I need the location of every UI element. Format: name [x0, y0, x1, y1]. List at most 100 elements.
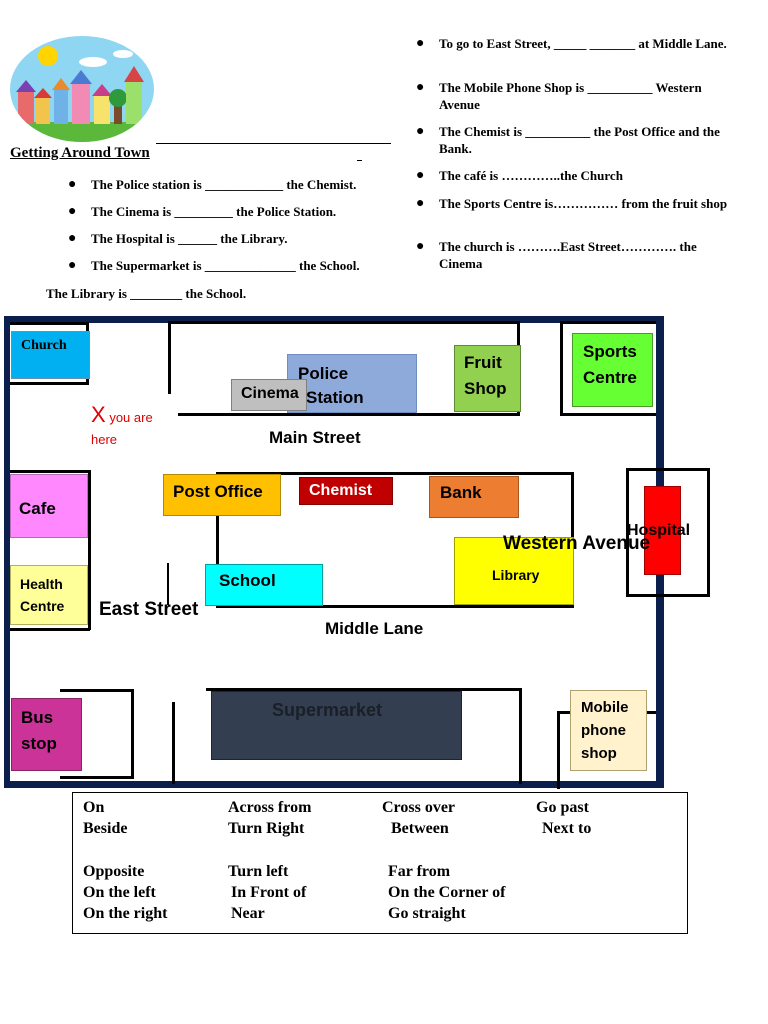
- chemist-building: Chemist: [299, 477, 393, 505]
- vocab-spacer: [83, 839, 167, 861]
- vocab-term: Go straight: [388, 905, 466, 922]
- you-are-here-text-line2: here: [91, 432, 118, 447]
- vocabulary-box: [72, 792, 688, 934]
- vocab-term: Next to: [542, 820, 592, 837]
- vocab-term: Turn left: [228, 863, 289, 880]
- vocab-term: On the Corner of: [388, 884, 506, 901]
- block-line: [10, 628, 90, 631]
- block-line: [519, 688, 522, 784]
- question-item: ● The Hospital is ______ the Library.: [68, 230, 391, 257]
- vocab-spacer: [382, 839, 505, 861]
- hospital-building: [644, 486, 681, 575]
- block-line: [10, 322, 88, 325]
- you-are-here-text: you are: [109, 410, 153, 425]
- bullet-icon: ●: [416, 36, 425, 51]
- health-centre-label-line1: Health: [20, 576, 63, 592]
- post-office-label: Post Office: [173, 482, 263, 501]
- block-line: [560, 413, 656, 416]
- mobile-phone-shop-label-line1: Mobile: [581, 699, 629, 716]
- map-border-bottom: [4, 781, 664, 788]
- right-question-list: ● To go to East Street, _____ _______ at …: [416, 35, 731, 278]
- health-centre-label-line2: Centre: [20, 598, 65, 614]
- fruit-shop-label-line2: Shop: [464, 379, 507, 398]
- vocab-term: Far from: [388, 863, 451, 880]
- vocab-term: Between: [391, 820, 449, 837]
- vocab-term: On: [83, 799, 105, 816]
- bullet-icon: ●: [68, 177, 77, 192]
- mobile-phone-shop-label-line2: phone: [581, 722, 626, 739]
- vocab-spacer: [228, 839, 311, 861]
- main-street-label: Main Street: [269, 428, 361, 447]
- vocab-term: Across from: [228, 799, 312, 816]
- library-label: Library: [492, 567, 540, 583]
- block-line: [216, 472, 574, 475]
- cafe-label: Cafe: [19, 499, 56, 518]
- question-text: The café is …………..the Church: [439, 168, 623, 183]
- block-line: [131, 689, 134, 779]
- hospital-label: Hospital: [627, 522, 691, 539]
- bullet-icon: ●: [416, 239, 425, 254]
- vocab-term: Near: [231, 905, 265, 922]
- vocab-term: Opposite: [83, 863, 145, 880]
- you-are-here-x: X: [91, 402, 106, 427]
- middle-lane-label: Middle Lane: [325, 619, 424, 638]
- left-question-list: ●The Police station is ____________ the …: [68, 176, 391, 284]
- mobile-phone-shop-building: Mobile phone shop: [570, 690, 647, 771]
- question-item: ●The café is …………..the Church: [416, 167, 731, 195]
- police-station-building: Police Station: [287, 354, 417, 413]
- question-text: The church is ……….East Street…………. the C…: [439, 239, 697, 271]
- block-line: [10, 382, 88, 385]
- small-mark: [357, 160, 362, 161]
- chemist-label: Chemist: [309, 482, 373, 499]
- bullet-icon: ●: [416, 80, 425, 95]
- cinema-label: Cinema: [241, 385, 299, 402]
- church-building: Church: [11, 331, 90, 379]
- question-item: ● The church is ……….East Street…………. the …: [416, 238, 731, 278]
- sports-centre-label-line1: Sports: [583, 342, 637, 361]
- vocab-column-2: Across from Turn Right Turn left In Fron…: [228, 797, 311, 924]
- vocab-term: Beside: [83, 820, 128, 837]
- question-item: ●The Cinema is _________ the Police Stat…: [68, 203, 391, 230]
- bank-building: Bank: [429, 476, 519, 518]
- block-line: [560, 321, 656, 324]
- sports-centre-label-line2: Centre: [583, 368, 637, 387]
- library-building: Library: [454, 537, 574, 605]
- question-text: To go to East Street, _____ _______ at M…: [439, 36, 727, 51]
- supermarket-label: Supermarket: [272, 700, 383, 720]
- school-building: School: [205, 564, 323, 606]
- bullet-icon: ●: [68, 204, 77, 219]
- question-item: ●The Chemist is __________ the Post Offi…: [416, 123, 731, 167]
- vocab-column-4: Go past Next to: [536, 797, 591, 839]
- page-title: Getting Around Town: [10, 145, 150, 161]
- question-item: ●The Supermarket is ______________ the S…: [68, 257, 391, 284]
- block-line: [626, 594, 710, 597]
- question-item: ●The Sports Centre is…………… from the frui…: [416, 195, 731, 238]
- question-text: The Hospital is ______ the Library.: [91, 231, 288, 246]
- block-line: [626, 468, 629, 597]
- block-line: [560, 321, 563, 416]
- police-station-label-line1: Police: [298, 364, 349, 383]
- block-line: [178, 413, 520, 416]
- vocab-term: Go past: [536, 799, 589, 816]
- block-line: [206, 688, 522, 691]
- question-text: The Sports Centre is…………… from the fruit…: [439, 196, 728, 211]
- cafe-building: Cafe: [10, 474, 88, 538]
- block-line: [216, 605, 574, 608]
- library-question: The Library is ________ the School.: [46, 286, 247, 301]
- map-border-top: [4, 316, 664, 323]
- police-station-label-line2: Station: [306, 388, 364, 407]
- block-line: [168, 321, 520, 324]
- vocab-term: Cross over: [382, 799, 456, 816]
- sports-centre-building: Sports Centre: [572, 333, 653, 407]
- question-item: ● To go to East Street, _____ _______ at …: [416, 35, 731, 79]
- bullet-icon: ●: [68, 258, 77, 273]
- block-line: [626, 468, 710, 471]
- vocab-column-1: On Beside Opposite On the left On the ri…: [83, 797, 167, 924]
- block-line: [88, 470, 91, 630]
- you-are-here-marker: X you are here: [91, 404, 153, 451]
- cinema-building: Cinema: [231, 379, 307, 411]
- east-street-label: East Street: [99, 599, 199, 620]
- bullet-icon: ●: [68, 231, 77, 246]
- bus-stop-label-line1: Bus: [21, 708, 54, 727]
- health-centre-building: Health Centre: [10, 565, 88, 625]
